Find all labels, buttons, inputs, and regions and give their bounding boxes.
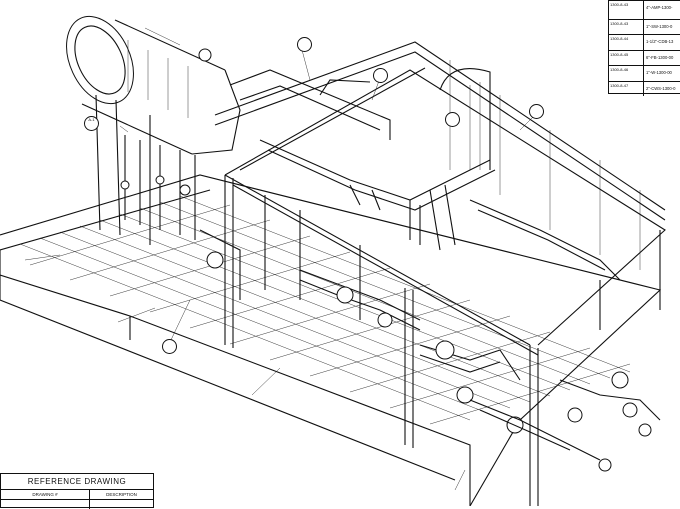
line-code: 1300-8-43 xyxy=(609,1,644,19)
callout-text-1: A-1 xyxy=(88,117,95,122)
line-code: 1300-8-45 xyxy=(609,50,644,66)
leader-lines xyxy=(24,27,536,491)
table-row: 1300-8-45 6"-FB-1300-00 xyxy=(609,50,680,67)
line-code: 1300-8-43 xyxy=(609,20,644,35)
col-drawing-number: DRAWING # xyxy=(1,490,90,499)
line-code: 1300-8-44 xyxy=(609,35,644,50)
table-row: 1300-8-43 1"-SW-1300-0 xyxy=(609,20,680,36)
callout-bubble-6 xyxy=(162,339,177,354)
callout-bubble-3 xyxy=(373,68,388,83)
callout-bubble-5 xyxy=(445,112,460,127)
lower-piping xyxy=(299,269,661,472)
table-row: 1300-8-44 1-1/2"-CDB-13 xyxy=(609,35,680,51)
handrails xyxy=(214,41,666,270)
line-spec: 1"-SW-1300-0 xyxy=(646,24,673,29)
empty-cell xyxy=(1,500,90,509)
skid-base xyxy=(0,174,662,506)
table-row: 1300-8-46 1"-W-1300-00 xyxy=(609,66,680,82)
callout-bubble-2 xyxy=(297,37,312,52)
piping-runs xyxy=(229,69,621,281)
line-spec: 4"-AMP-1300- xyxy=(646,5,673,10)
callout-bubble-4 xyxy=(529,104,544,119)
reference-empty-row xyxy=(1,500,153,509)
line-code: 1300-8-46 xyxy=(609,66,644,81)
reference-drawing-table: REFERENCE DRAWING DRAWING # DESCRIPTION xyxy=(0,473,154,509)
table-row: 1300-8-47 2"-CWS-1300-0 xyxy=(609,81,680,96)
line-designation-table: 1300-8-43 4"-AMP-1300- 1300-8-43 1"-SW-1… xyxy=(608,0,680,96)
line-code: 1300-8-47 xyxy=(609,81,644,96)
line-spec: 1-1/2"-CDB-13 xyxy=(646,39,674,45)
line-spec: 1"-W-1300-00 xyxy=(646,70,672,76)
heat-exchanger-vessel xyxy=(66,15,241,245)
reference-header-row: DRAWING # DESCRIPTION xyxy=(1,490,153,500)
reference-title: REFERENCE DRAWING xyxy=(1,474,153,490)
line-spec: 6"-FB-1300-00 xyxy=(646,54,674,60)
col-description: DESCRIPTION xyxy=(106,492,137,497)
instrument-cluster xyxy=(120,48,241,300)
table-row: 1300-8-43 4"-AMP-1300- xyxy=(609,1,680,20)
structural-frame xyxy=(224,67,666,506)
deck-grating xyxy=(19,195,631,425)
line-spec: 2"-CWS-1300-0 xyxy=(646,85,676,91)
callout-bubble-1: A-1 xyxy=(84,116,99,131)
